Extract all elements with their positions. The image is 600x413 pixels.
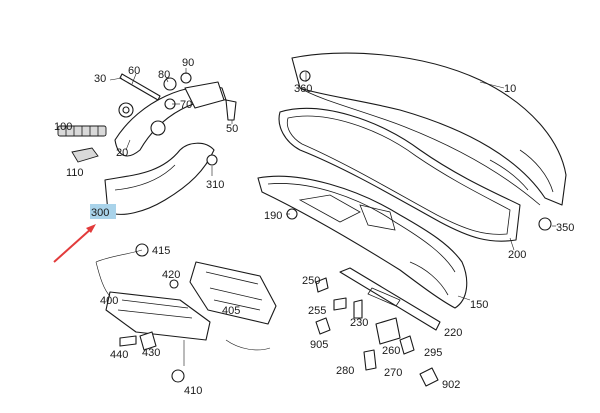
- callout-295: 295: [424, 347, 442, 359]
- callout-190: 190: [264, 210, 282, 222]
- callout-250: 250: [302, 275, 320, 287]
- damper: [57, 125, 107, 137]
- cover-300: [104, 142, 218, 215]
- callout-440: 440: [110, 349, 128, 361]
- callout-80: 80: [158, 69, 170, 81]
- inner-trim-panel: [257, 175, 468, 309]
- callout-270: 270: [384, 367, 402, 379]
- fasteners: [135, 208, 552, 387]
- callout-110: 110: [66, 167, 84, 179]
- callout-100: 100: [54, 121, 72, 133]
- callout-350: 350: [556, 222, 574, 234]
- callout-200: 200: [508, 249, 526, 261]
- callout-400: 400: [100, 295, 118, 307]
- lock-unit: [95, 249, 211, 383]
- callout-150: 150: [470, 299, 488, 311]
- callout-430: 430: [142, 347, 160, 359]
- callout-310: 310: [206, 179, 224, 191]
- callout-255: 255: [308, 305, 326, 317]
- trunk-seal: [278, 107, 521, 242]
- callout-10: 10: [504, 83, 516, 95]
- hinge-assembly: [114, 72, 237, 157]
- callout-220: 220: [444, 327, 462, 339]
- callout-905: 905: [310, 339, 328, 351]
- callout-90: 90: [182, 57, 194, 69]
- trunk-lid: [291, 52, 567, 206]
- callout-70: 70: [180, 99, 192, 111]
- callout-20: 20: [116, 147, 128, 159]
- callout-50: 50: [226, 123, 238, 135]
- callout-60: 60: [128, 65, 140, 77]
- leader-lines: [109, 68, 556, 301]
- callout-415: 415: [152, 245, 170, 257]
- callout-labels: 10 20 30 50 60 70 80 90 100 110 150 190 …: [54, 57, 574, 397]
- lock-mechanism: [189, 261, 277, 351]
- callout-360: 360: [294, 83, 312, 95]
- callout-30: 30: [94, 73, 106, 85]
- callout-902: 902: [442, 379, 460, 391]
- callout-230: 230: [350, 317, 368, 329]
- red-arrow: [53, 224, 96, 263]
- callout-300: 300: [91, 207, 109, 219]
- callout-280: 280: [336, 365, 354, 377]
- callout-410: 410: [184, 385, 202, 397]
- handle-trim-strip: [339, 267, 441, 331]
- callout-405: 405: [222, 305, 240, 317]
- callout-420: 420: [162, 269, 180, 281]
- callout-260: 260: [382, 345, 400, 357]
- rubber-block: [71, 147, 99, 163]
- highlight-box-300: [90, 204, 116, 219]
